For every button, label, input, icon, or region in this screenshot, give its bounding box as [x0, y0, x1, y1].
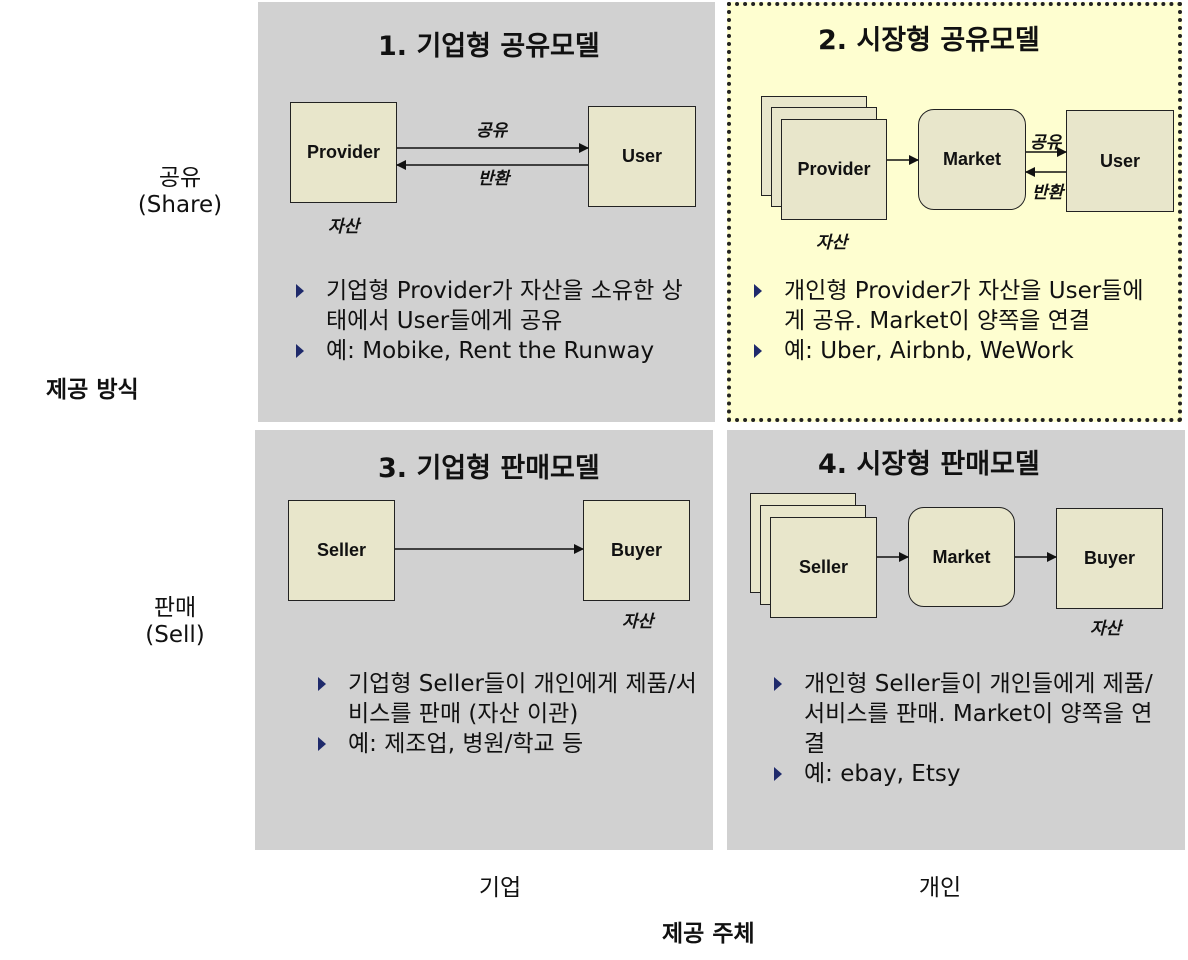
q1-title: 1. 기업형 공유모델	[378, 31, 600, 62]
sell-axis-label: 판매 (Sell)	[130, 588, 220, 648]
quadrant-company-share	[258, 2, 715, 422]
q1-bullet-2: 예: Mobike, Rent the Runway	[292, 336, 692, 366]
q1-provider-label: Provider	[306, 142, 381, 162]
q2-provider-label: Provider	[797, 159, 871, 179]
q2-bullet-1: 개인형 Provider가 자산을 User들에게 공유. Market이 양쪽…	[750, 276, 1160, 336]
q4-bullet-1-text: 개인형 Seller들이 개인들에게 제품/서비스를 판매. Market이 양…	[804, 671, 1153, 757]
q4-market-label: Market	[932, 546, 991, 567]
q2-return-label: 반환	[1032, 183, 1064, 203]
q2-share-label: 공유	[1030, 133, 1062, 153]
q3-buyer-label: Buyer	[610, 540, 663, 560]
q1-bullet-1: 기업형 Provider가 자산을 소유한 상태에서 User들에게 공유	[292, 276, 692, 336]
q4-bullet-list: 개인형 Seller들이 개인들에게 제품/서비스를 판매. Market이 양…	[770, 669, 1160, 789]
q2-market-box: Market	[918, 109, 1026, 210]
company-axis-label: 기업	[478, 875, 522, 901]
q2-title: 2. 시장형 공유모델	[818, 25, 1040, 56]
q1-user-label: User	[621, 146, 663, 166]
q4-buyer-label: Buyer	[1083, 548, 1136, 568]
q1-bullet-list: 기업형 Provider가 자산을 소유한 상태에서 User들에게 공유 예:…	[292, 276, 692, 366]
q2-market-label: Market	[942, 149, 1002, 169]
q3-asset-label: 자산	[622, 612, 654, 632]
q3-bullet-list: 기업형 Seller들이 개인에게 제품/서비스를 판매 (자산 이관) 예: …	[314, 669, 699, 759]
q3-buyer-box: Buyer	[583, 500, 690, 601]
sell-sub-label: (Sell)	[145, 622, 205, 648]
q2-bullet-2: 예: Uber, Airbnb, WeWork	[750, 336, 1160, 366]
share-label: 공유	[158, 165, 202, 191]
q2-bullet-list: 개인형 Provider가 자산을 User들에게 공유. Market이 양쪽…	[750, 276, 1160, 366]
sell-label: 판매	[153, 595, 197, 621]
q2-bullet-1-text: 개인형 Provider가 자산을 User들에게 공유. Market이 양쪽…	[784, 278, 1144, 334]
q2-asset-label: 자산	[816, 233, 848, 253]
q3-bullet-2: 예: 제조업, 병원/학교 등	[314, 729, 699, 759]
q4-bullet-1: 개인형 Seller들이 개인들에게 제품/서비스를 판매. Market이 양…	[770, 669, 1160, 759]
q3-bullet-1-text: 기업형 Seller들이 개인에게 제품/서비스를 판매 (자산 이관)	[348, 671, 697, 727]
q4-buyer-box: Buyer	[1056, 508, 1163, 609]
share-axis-label: 공유 (Share)	[135, 158, 225, 218]
q4-bullet-2-text: 예: ebay, Etsy	[804, 761, 961, 787]
q3-bullet-2-text: 예: 제조업, 병원/학교 등	[348, 731, 584, 757]
q1-user-box: User	[588, 106, 696, 207]
q3-seller-box: Seller	[288, 500, 395, 601]
q4-seller-box: Seller	[770, 517, 877, 618]
q2-user-label: User	[1099, 150, 1141, 171]
vertical-axis-title: 제공 방식	[46, 377, 139, 403]
q4-market-box: Market	[908, 507, 1015, 607]
q3-bullet-1: 기업형 Seller들이 개인에게 제품/서비스를 판매 (자산 이관)	[314, 669, 699, 729]
q3-seller-label: Seller	[316, 540, 367, 560]
q1-bullet-1-text: 기업형 Provider가 자산을 소유한 상태에서 User들에게 공유	[326, 278, 683, 334]
individual-axis-label: 개인	[918, 875, 962, 901]
q1-share-label: 공유	[476, 121, 508, 141]
q2-provider-box: Provider	[781, 119, 887, 220]
q1-asset-label: 자산	[328, 217, 360, 237]
q4-title: 4. 시장형 판매모델	[818, 449, 1040, 480]
q1-bullet-2-text: 예: Mobike, Rent the Runway	[326, 338, 655, 364]
horizontal-axis-title: 제공 주체	[662, 921, 755, 947]
q2-bullet-2-text: 예: Uber, Airbnb, WeWork	[784, 338, 1074, 364]
share-sub-label: (Share)	[137, 192, 223, 218]
q4-seller-label: Seller	[798, 557, 849, 577]
q4-asset-label: 자산	[1090, 619, 1122, 639]
q1-provider-box: Provider	[290, 102, 397, 203]
q1-return-label: 반환	[478, 169, 510, 189]
q2-user-box: User	[1066, 110, 1174, 212]
q4-bullet-2: 예: ebay, Etsy	[770, 759, 1160, 789]
q3-title: 3. 기업형 판매모델	[378, 453, 600, 484]
